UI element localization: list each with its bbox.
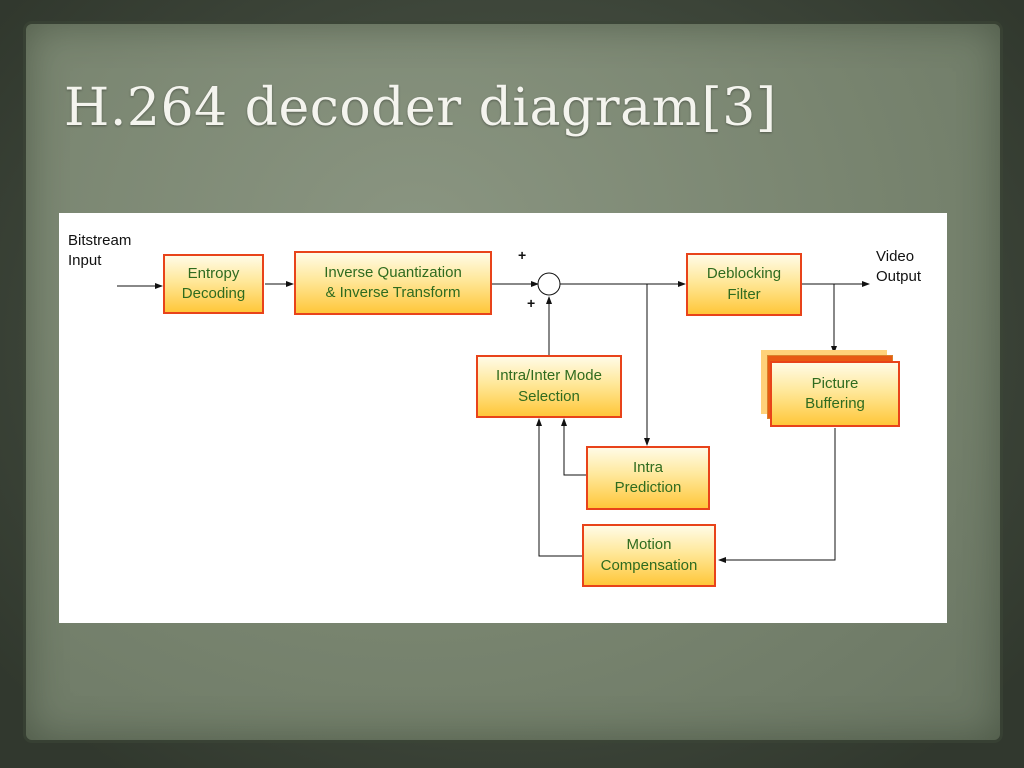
bitstream-input-label: Bitstream Input	[68, 231, 131, 270]
sum-plus-top: +	[518, 247, 527, 263]
mode-selection-line1: Intra/Inter Mode	[496, 367, 602, 385]
arrow-buffer-to-motion	[718, 428, 836, 563]
bitstream-input-line2: Input	[68, 251, 102, 269]
inverse-quantization-line1: Inverse Quantization	[324, 263, 462, 281]
picture-buffering-block: Picture Buffering	[770, 361, 900, 427]
motion-compensation-line1: Motion	[626, 536, 672, 554]
mode-selection-block: Intra/Inter Mode Selection	[476, 355, 622, 418]
connector-lines	[117, 272, 870, 563]
deblocking-filter-block: Deblocking Filter	[686, 253, 802, 316]
video-output-line1: Video	[876, 248, 915, 265]
intra-prediction-block: Intra Prediction	[586, 446, 710, 510]
deblocking-filter-line1: Deblocking	[706, 265, 782, 283]
picture-buffering-line1: Picture	[811, 374, 859, 392]
sum-plus-bottom: +	[527, 295, 536, 311]
mode-selection-line2: Selection	[518, 387, 580, 405]
entropy-decoding-line2: Decoding	[181, 285, 246, 302]
motion-compensation-line2: Compensation	[600, 556, 698, 574]
decoder-diagram: Bitstream Input Video Output + + Entropy…	[59, 213, 947, 623]
slide-title: H.264 decoder diagram[3]	[64, 78, 777, 138]
bitstream-input-line1: Bitstream	[68, 232, 132, 249]
inverse-quantization-block: Inverse Quantization & Inverse Transform	[294, 251, 492, 315]
entropy-decoding-line1: Entropy	[187, 264, 240, 282]
entropy-decoding-block: Entropy Decoding	[163, 254, 264, 314]
summation-node	[537, 272, 561, 296]
arrow-intra-to-mode	[561, 418, 586, 476]
video-output-line2: Output	[876, 267, 922, 285]
intra-prediction-line1: Intra	[632, 458, 663, 476]
motion-compensation-block: Motion Compensation	[582, 524, 716, 587]
inverse-quantization-line2: & Inverse Transform	[325, 284, 461, 301]
arrow-motion-to-mode	[536, 418, 582, 557]
deblocking-filter-line2: Filter	[727, 285, 761, 303]
video-output-label: Video Output	[876, 247, 921, 286]
picture-buffering-line2: Buffering	[805, 395, 865, 412]
intra-prediction-line2: Prediction	[614, 479, 682, 496]
